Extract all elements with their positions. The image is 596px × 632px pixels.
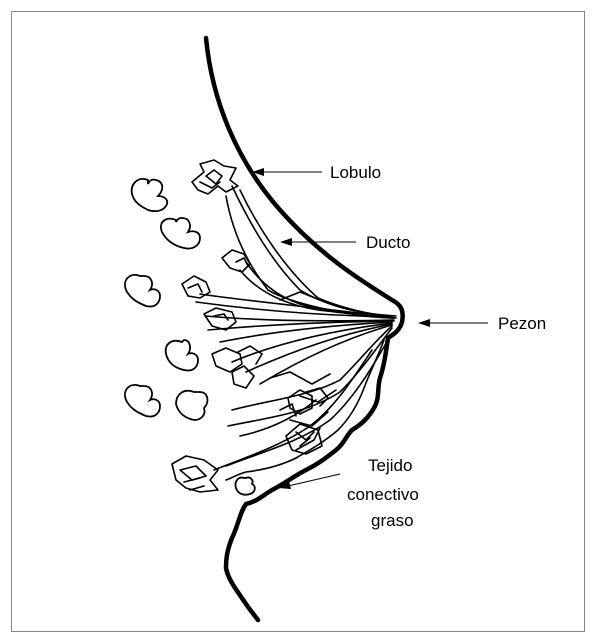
- label-lobulo: Lobulo: [330, 163, 381, 182]
- label-tejido-line1: Tejido: [368, 456, 412, 475]
- leader-pezon: [418, 319, 488, 327]
- label-pezon: Pezon: [498, 314, 546, 333]
- label-tejido-line2: conectivo: [347, 485, 419, 504]
- fatty-tissue-group: [125, 179, 255, 495]
- label-tejido-line3: graso: [371, 511, 414, 530]
- inner-contour: [226, 340, 384, 480]
- label-ducto: Ducto: [366, 233, 410, 252]
- leader-lobulo: [252, 168, 322, 176]
